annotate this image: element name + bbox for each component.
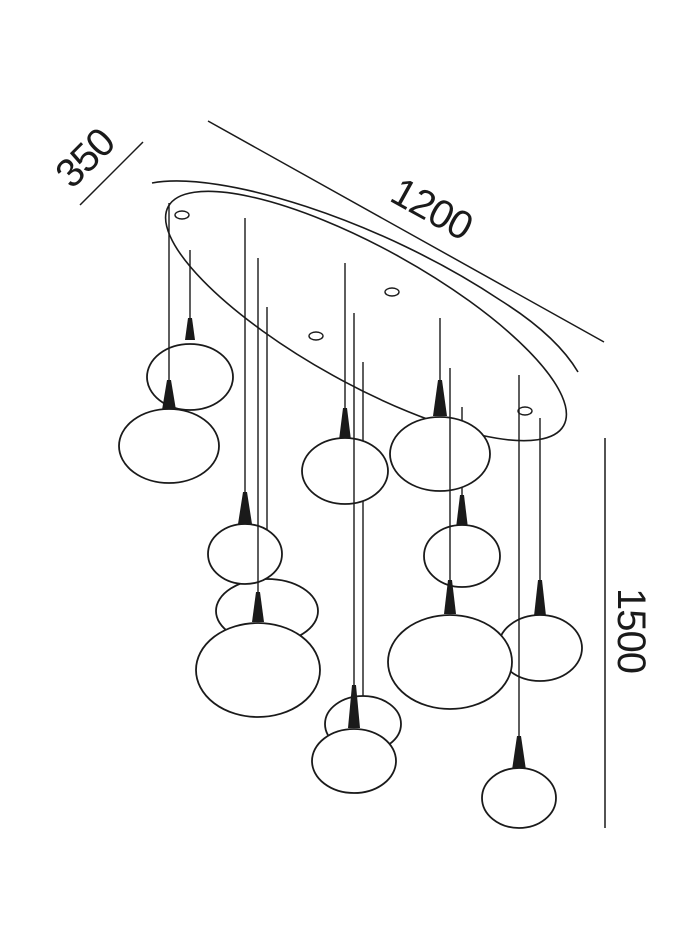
glass-globe [301, 437, 389, 505]
pendant [207, 218, 283, 585]
length-dimension-label: 1200 [384, 169, 480, 249]
depth-dimension-label: 350 [47, 120, 123, 196]
pendant [301, 263, 389, 505]
canopy-mount-hole [308, 331, 324, 341]
glass-globe [311, 728, 397, 794]
pendant [195, 258, 321, 718]
pendant [497, 418, 583, 682]
pendant [324, 362, 402, 753]
pendant [118, 203, 220, 484]
glass-globe [118, 408, 220, 484]
canopy-mount-hole [517, 406, 533, 416]
pendant [389, 318, 491, 492]
pendant [387, 368, 513, 710]
pendant [481, 375, 557, 829]
canopy-mount-hole [384, 287, 400, 297]
glass-globe [207, 523, 283, 585]
glass-globe [146, 343, 234, 411]
glass-globe [389, 416, 491, 492]
height-dimension-label: 1500 [609, 588, 653, 673]
canopy-mount-hole [174, 210, 190, 220]
depth-dimension-line [79, 141, 144, 206]
glass-globe [387, 614, 513, 710]
pendant [311, 313, 397, 794]
glass-globe [423, 524, 501, 588]
glass-globe [481, 767, 557, 829]
length-dimension-line [207, 120, 605, 343]
pendant [146, 250, 234, 411]
glass-globe [195, 622, 321, 718]
